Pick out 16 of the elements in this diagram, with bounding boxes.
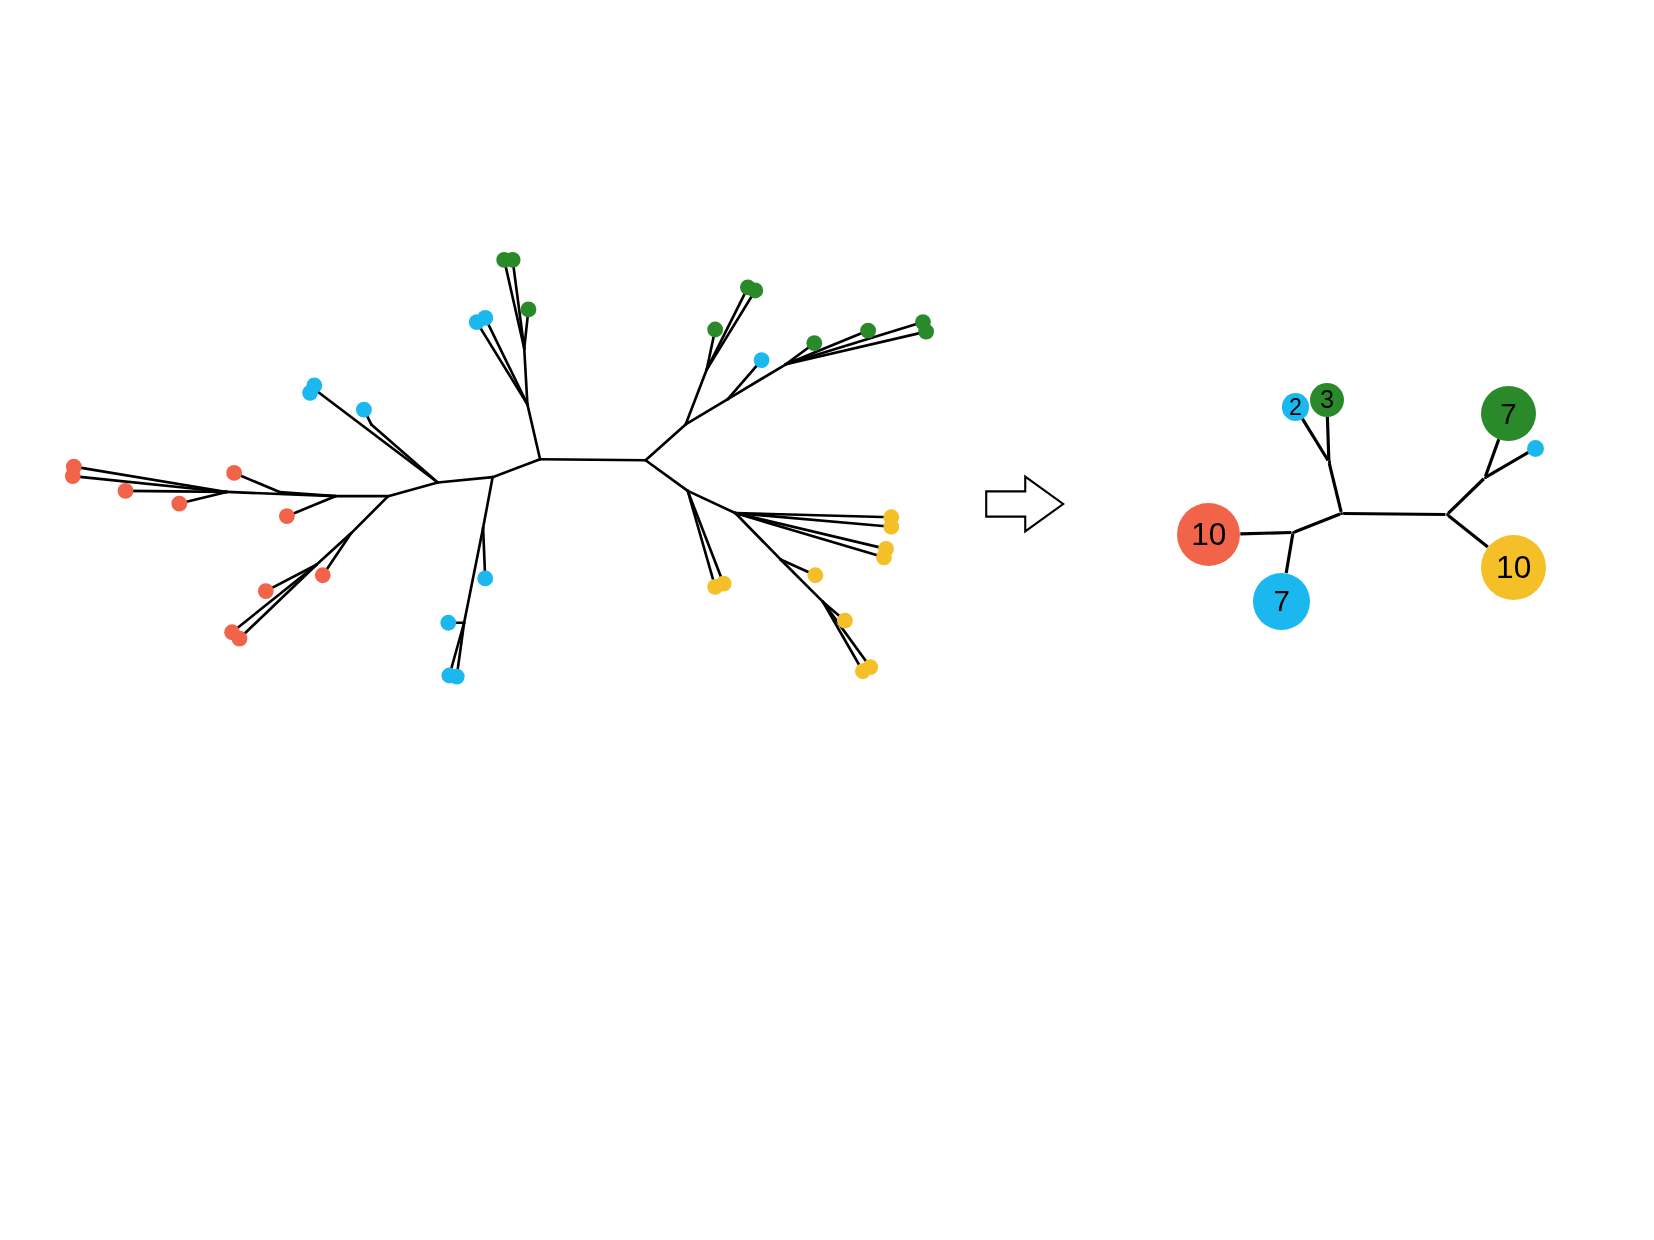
- tree-branch: [1293, 512, 1341, 534]
- tree-branch: [1301, 417, 1330, 462]
- tree-branch: [1484, 438, 1501, 477]
- tree-branch: [1485, 451, 1530, 479]
- tree-branch: [1343, 511, 1446, 517]
- branch-point: [1327, 460, 1331, 464]
- tree-branch: [1447, 477, 1485, 515]
- branch-point: [1291, 531, 1295, 535]
- tree-branch: [1327, 463, 1343, 513]
- branch-point: [1483, 476, 1487, 480]
- branch-point: [1340, 512, 1344, 516]
- branch-point: [1445, 513, 1449, 517]
- tree-branch: [1447, 514, 1489, 549]
- tree-branch: [1284, 533, 1295, 574]
- tree-branch: [1240, 530, 1292, 536]
- tree-branch: [1325, 416, 1331, 461]
